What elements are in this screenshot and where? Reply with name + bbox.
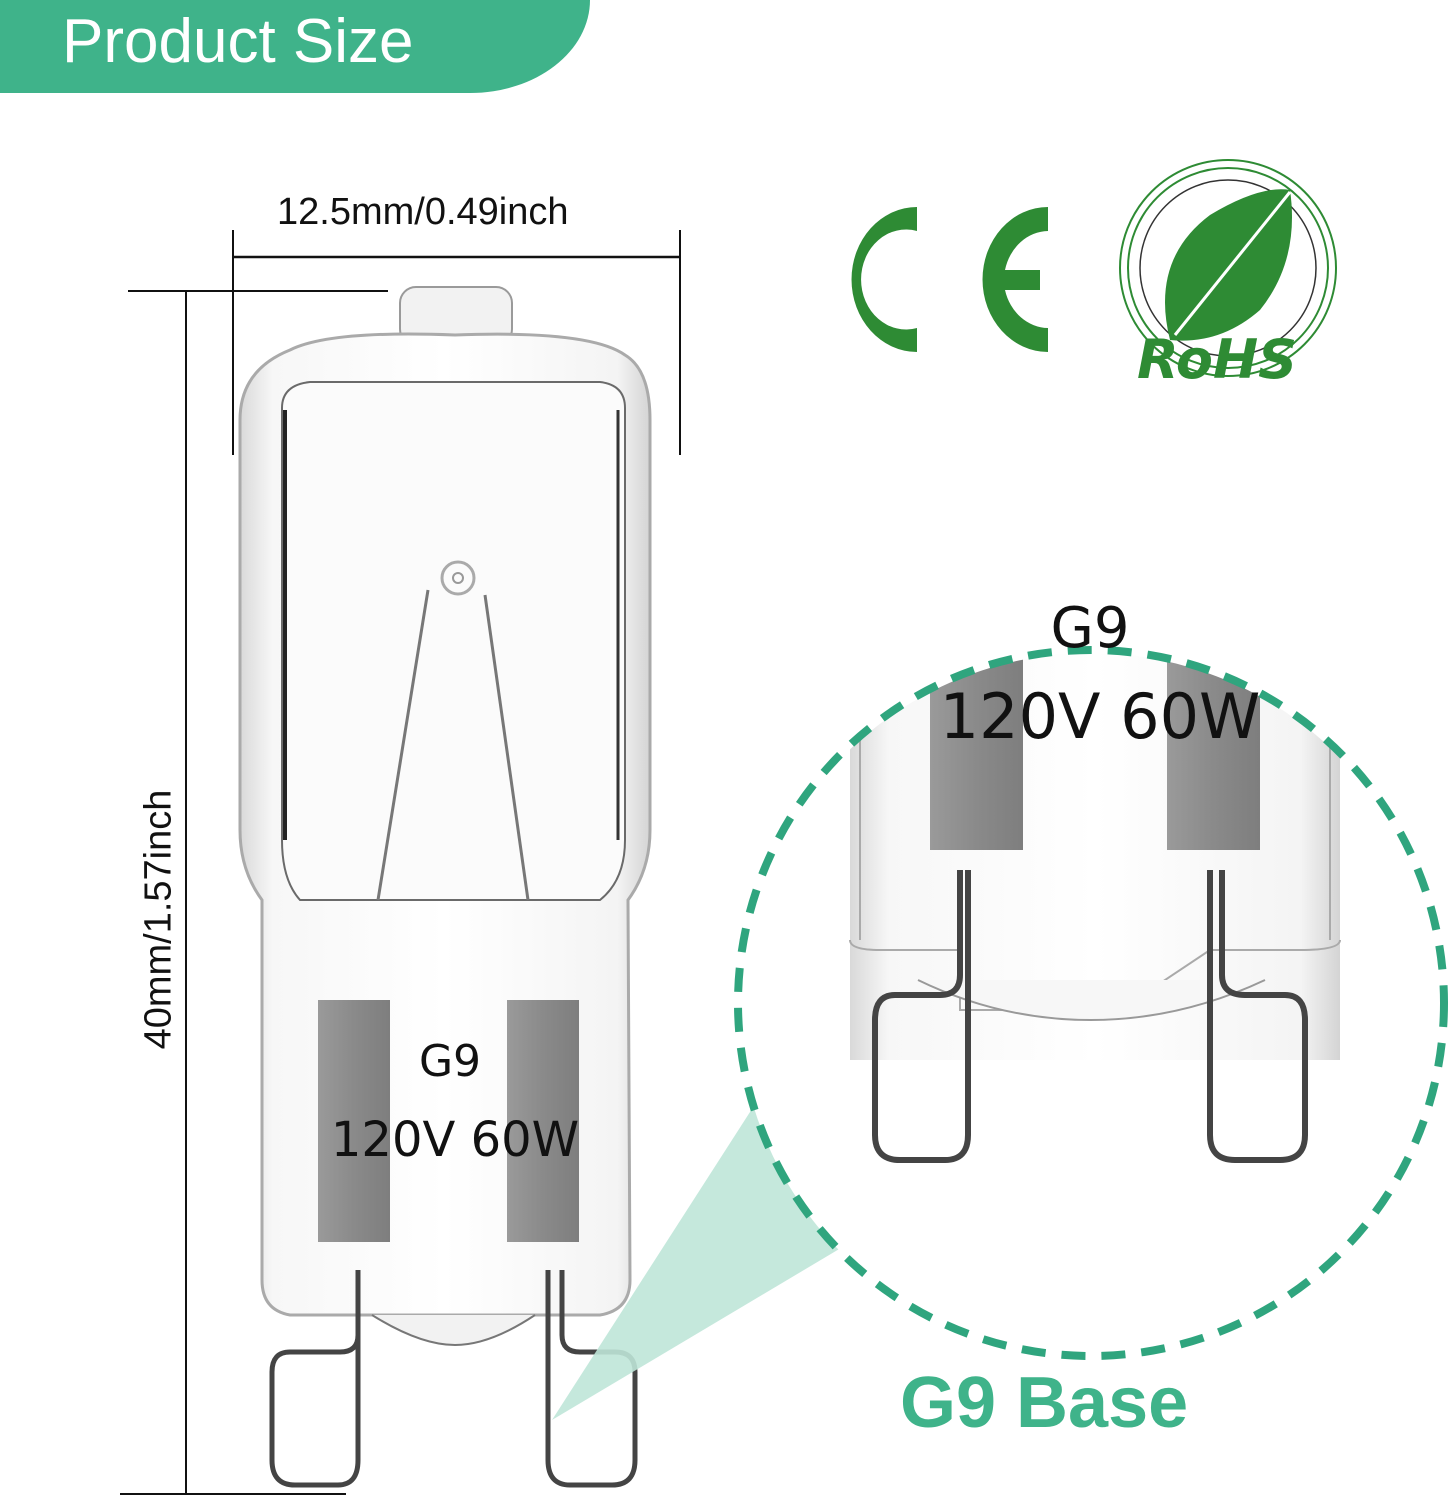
banner-title: Product Size [62, 7, 414, 76]
zoom-detail-circle [734, 646, 1448, 1360]
svg-text:RoHS: RoHS [1137, 328, 1297, 391]
width-dimension [232, 230, 681, 455]
height-dimension-label: 40mm/1.57inch [137, 789, 180, 1050]
height-dimension [120, 290, 388, 1495]
zoom-type-label: G9 [1050, 596, 1130, 661]
g9-bulb-image [238, 286, 652, 1488]
rohs-leaf-icon: RoHS [1119, 159, 1337, 391]
width-dimension-label: 12.5mm/0.49inch [277, 191, 569, 233]
ce-mark-icon [851, 207, 1048, 352]
g9-base-caption: G9 Base [900, 1363, 1189, 1443]
product-size-banner: Product Size [0, 0, 590, 93]
bulb-type-label: G9 [418, 1036, 482, 1087]
bulb-spec-label: 120V 60W [330, 1112, 580, 1168]
zoom-spec-label: 120V 60W [939, 680, 1261, 753]
